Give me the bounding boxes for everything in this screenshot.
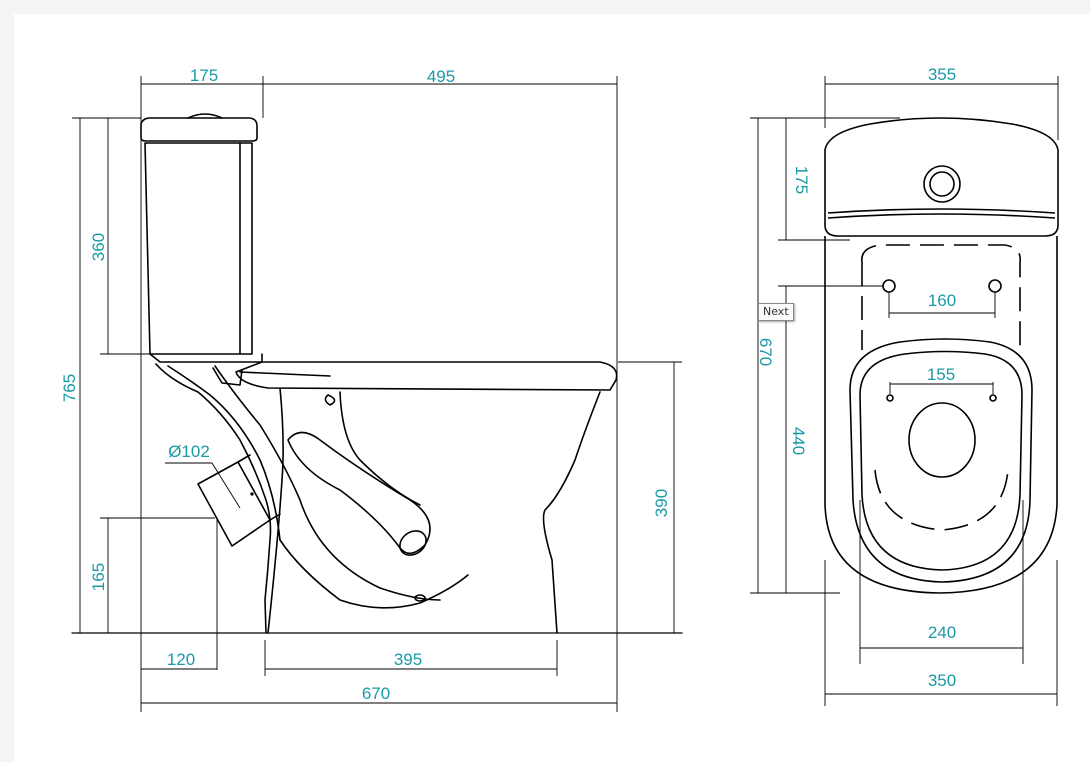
top-view-dimension-labels: 355 175 670 440 160 155 240 350 — [756, 65, 956, 690]
dim-side-tank-depth: 175 — [190, 66, 218, 85]
dim-side-outlet-diameter: Ø102 — [168, 442, 210, 461]
dim-top-overall-width: 355 — [928, 65, 956, 84]
dim-top-bolt-spacing-rear: 160 — [928, 291, 956, 310]
dim-side-tank-height: 360 — [89, 233, 108, 261]
top-view-dashed-inner — [861, 244, 1022, 531]
dim-side-overall-height: 765 — [60, 374, 79, 402]
top-view-dim-lines — [750, 76, 1059, 706]
next-tooltip[interactable]: Next — [758, 303, 794, 321]
dim-top-base-width: 240 — [928, 623, 956, 642]
dim-side-outlet-offset: 120 — [167, 650, 195, 669]
dim-side-seat-height: 390 — [652, 489, 671, 517]
side-view-dimension-labels: 175 495 360 765 Ø102 165 120 395 670 390 — [60, 66, 671, 703]
dim-top-bolt-spacing-seat: 155 — [927, 365, 955, 384]
dim-top-overall-length: 670 — [756, 338, 775, 366]
dim-top-bowl-length: 440 — [789, 427, 808, 455]
dim-top-bowl-width: 350 — [928, 671, 956, 690]
dim-side-bowl-length-top: 495 — [427, 67, 455, 86]
dim-side-overall-length: 670 — [362, 684, 390, 703]
dim-side-base-length: 395 — [394, 650, 422, 669]
dim-top-tank-depth: 175 — [792, 166, 811, 194]
drawing-canvas: 175 495 360 765 Ø102 165 120 395 670 390… — [14, 14, 1090, 762]
side-view-dim-lines — [72, 76, 682, 712]
side-view-outline — [71, 113, 683, 634]
dim-side-outlet-height: 165 — [89, 563, 108, 591]
